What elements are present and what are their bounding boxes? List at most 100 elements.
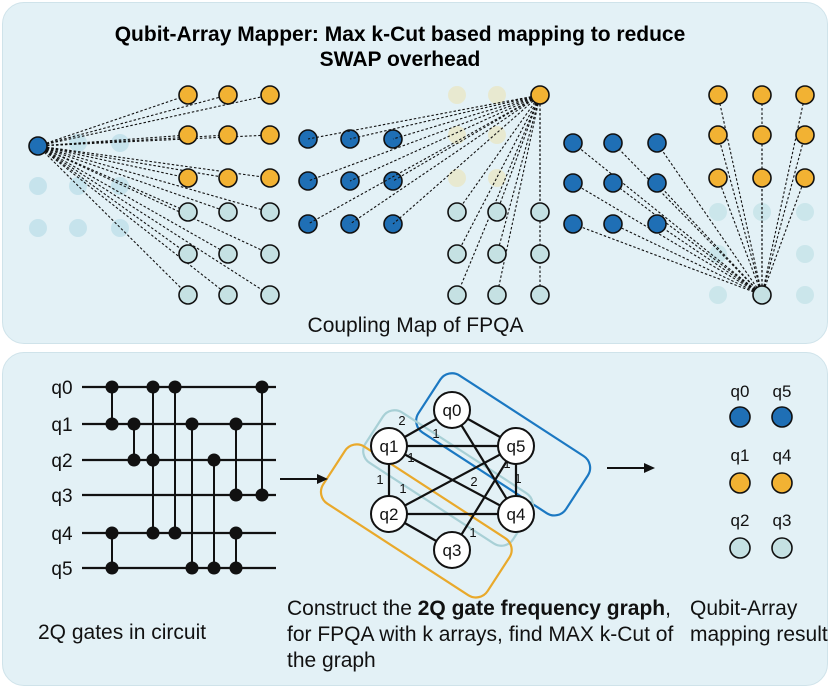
teal-atom bbox=[487, 202, 507, 222]
graph-edge bbox=[451, 445, 517, 551]
orange-atom bbox=[218, 168, 238, 188]
blue-atom bbox=[647, 133, 667, 153]
result-atom bbox=[771, 537, 793, 559]
orange-atom bbox=[795, 85, 815, 105]
coupling-link bbox=[612, 223, 763, 296]
teal-atom bbox=[178, 202, 198, 222]
teal-atom bbox=[530, 285, 550, 305]
orange-atom bbox=[795, 168, 815, 188]
qubit-label: q2 bbox=[51, 451, 72, 472]
gate-control-dot bbox=[229, 417, 243, 431]
coupling-link bbox=[656, 142, 763, 296]
coupling-link bbox=[717, 94, 763, 296]
coupling-link bbox=[37, 145, 271, 255]
gate-control-dot bbox=[105, 380, 119, 394]
coupling-link bbox=[456, 94, 541, 255]
result-qubit-label: q5 bbox=[773, 382, 792, 401]
coupling-link bbox=[349, 94, 541, 182]
gate-control-dot bbox=[255, 488, 269, 502]
orange-atom bbox=[708, 85, 728, 105]
edge-weight-label: 1 bbox=[469, 525, 476, 540]
teal-atom bbox=[218, 285, 238, 305]
orange-atom bbox=[178, 85, 198, 105]
coupling-link bbox=[37, 145, 189, 296]
orange-atom bbox=[260, 125, 280, 145]
teal-atom bbox=[487, 285, 507, 305]
mapping-panel bbox=[2, 352, 828, 686]
blue-atom bbox=[603, 173, 623, 193]
coupling-link bbox=[307, 94, 541, 140]
coupling-link bbox=[307, 94, 541, 182]
gate-control-dot bbox=[105, 526, 119, 540]
coupling-link bbox=[37, 94, 271, 147]
result-atom bbox=[729, 537, 751, 559]
edge-weight-label: 1 bbox=[432, 426, 439, 441]
gate-control-dot bbox=[255, 380, 269, 394]
orange-source-atom bbox=[530, 85, 550, 105]
coupling-link bbox=[37, 94, 229, 147]
gate-control-dot bbox=[207, 453, 221, 467]
gate-control-dot bbox=[146, 380, 160, 394]
gate-control-dot bbox=[207, 561, 221, 575]
title-line-2: SWAP overhead bbox=[319, 48, 481, 71]
teal-atom bbox=[447, 202, 467, 222]
coupling-link bbox=[612, 182, 763, 296]
teal-atom bbox=[260, 202, 280, 222]
coupling-link bbox=[307, 94, 541, 225]
coupling-link bbox=[392, 94, 541, 140]
coupling-link bbox=[37, 94, 189, 147]
teal-atom bbox=[260, 244, 280, 264]
blue-atom bbox=[563, 173, 583, 193]
diagram-title: Qubit-Array Mapper: Max k-Cut based mapp… bbox=[30, 22, 770, 72]
graph-node-label: q2 bbox=[380, 505, 399, 524]
coupling-link bbox=[572, 182, 763, 296]
graph-node bbox=[497, 495, 535, 533]
edge-weight-label: 1 bbox=[514, 471, 521, 486]
edge-weight-label: 1 bbox=[503, 456, 510, 471]
graph-node-label: q1 bbox=[380, 437, 399, 456]
teal-atom bbox=[178, 285, 198, 305]
blue-array-outline bbox=[415, 372, 592, 517]
graph-node bbox=[497, 427, 535, 465]
coupling-link bbox=[37, 145, 229, 213]
teal-atom bbox=[487, 244, 507, 264]
graph-node-label: q4 bbox=[507, 505, 526, 524]
teal-atom bbox=[260, 285, 280, 305]
teal-atom bbox=[530, 202, 550, 222]
faint-site bbox=[796, 286, 814, 304]
graph-caption-bold: 2Q gate frequency graph bbox=[417, 597, 666, 620]
orange-atom bbox=[795, 125, 815, 145]
edge-weight-label: 2 bbox=[470, 474, 477, 489]
blue-atom bbox=[603, 214, 623, 234]
gate-control-dot bbox=[229, 488, 243, 502]
result-qubit-label: q1 bbox=[731, 446, 750, 465]
flow-arrows bbox=[280, 463, 655, 484]
faint-site bbox=[69, 219, 87, 237]
blue-atom bbox=[383, 171, 403, 191]
teal-atom bbox=[447, 244, 467, 264]
coupling-link bbox=[656, 182, 763, 296]
qubit-label: q1 bbox=[51, 415, 72, 436]
graph-to-result-arrow-head bbox=[644, 463, 655, 473]
graph-edge bbox=[388, 445, 517, 515]
orange-atom bbox=[752, 85, 772, 105]
gate-control-dot bbox=[127, 453, 141, 467]
coupling-link bbox=[349, 94, 541, 225]
faint-site bbox=[709, 203, 727, 221]
orange-atom bbox=[178, 125, 198, 145]
result-qubit-label: q3 bbox=[773, 511, 792, 530]
frequency-graph: 2111121111q0q1q5q2q4q3 bbox=[319, 372, 592, 599]
coupling-map-caption: Coupling Map of FPQA bbox=[307, 314, 524, 337]
result-qubit-label: q4 bbox=[773, 446, 792, 465]
qubit-label: q3 bbox=[51, 486, 72, 507]
orange-atom bbox=[260, 85, 280, 105]
faint-site bbox=[488, 126, 506, 144]
edge-weight-label: 1 bbox=[407, 450, 414, 465]
gate-control-dot bbox=[146, 526, 160, 540]
graph-node-label: q0 bbox=[443, 401, 462, 420]
coupling-link bbox=[37, 145, 189, 213]
coupling-link bbox=[456, 94, 541, 296]
result-atom bbox=[771, 472, 793, 494]
coupling-link bbox=[612, 142, 763, 296]
